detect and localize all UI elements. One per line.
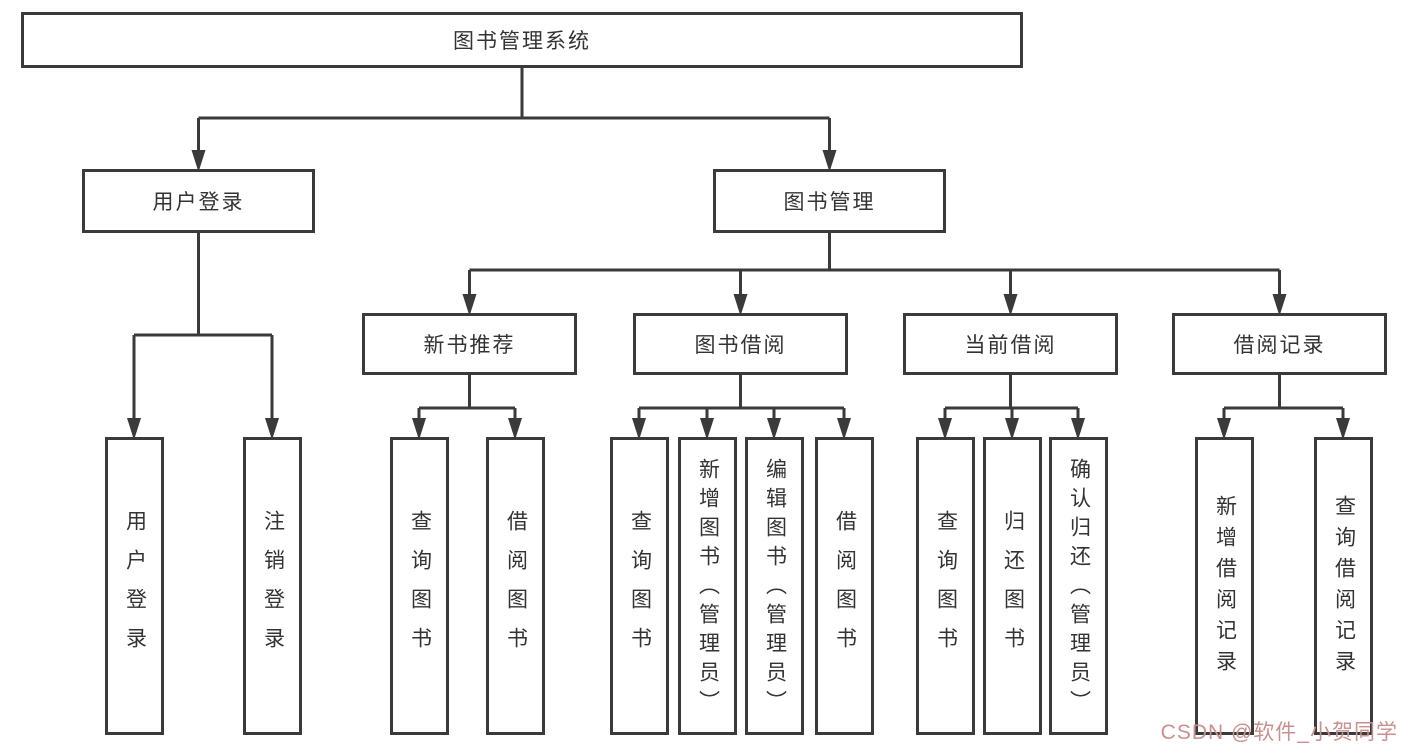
leaf-newbook-query: 查询图书 xyxy=(390,437,449,735)
leaf-current-return: 归还图书 xyxy=(983,437,1042,735)
edge-bookborrow-to-leaves xyxy=(637,375,846,428)
leaf-user-login: 用户登录 xyxy=(105,437,164,735)
leaf-records-add: 新增借阅记录 xyxy=(1195,437,1254,735)
node-new-book-recommend: 新书推荐 xyxy=(362,313,577,375)
node-root: 图书管理系统 xyxy=(21,12,1023,68)
leaf-current-confirm-admin: 确认归还（管理员） xyxy=(1049,437,1108,735)
edge-bookmgmt-to-level3 xyxy=(468,233,1281,302)
edge-userlogin-to-leaves xyxy=(132,233,274,428)
node-borrow-records: 借阅记录 xyxy=(1172,313,1387,375)
csdn-watermark: CSDN @软件_小贺同学 xyxy=(1160,721,1398,744)
edge-newbook-to-leaves xyxy=(417,375,517,428)
leaf-newbook-borrow: 借阅图书 xyxy=(486,437,545,735)
edge-root-to-level2 xyxy=(197,67,831,158)
node-user-login: 用户登录 xyxy=(82,169,315,233)
node-book-borrow: 图书借阅 xyxy=(633,313,848,375)
edge-records-to-leaves xyxy=(1222,375,1345,428)
leaf-borrow-add-admin: 新增图书（管理员） xyxy=(678,437,737,735)
leaf-current-query: 查询图书 xyxy=(916,437,975,735)
leaf-records-query: 查询借阅记录 xyxy=(1314,437,1373,735)
leaf-borrow-edit-admin: 编辑图书（管理员） xyxy=(745,437,804,735)
arrowheads xyxy=(127,150,1350,440)
node-book-management: 图书管理 xyxy=(713,169,946,233)
leaf-logout: 注销登录 xyxy=(243,437,302,735)
node-current-borrow: 当前借阅 xyxy=(903,313,1118,375)
leaf-borrow-query: 查询图书 xyxy=(610,437,669,735)
leaf-borrow-borrow: 借阅图书 xyxy=(815,437,874,735)
